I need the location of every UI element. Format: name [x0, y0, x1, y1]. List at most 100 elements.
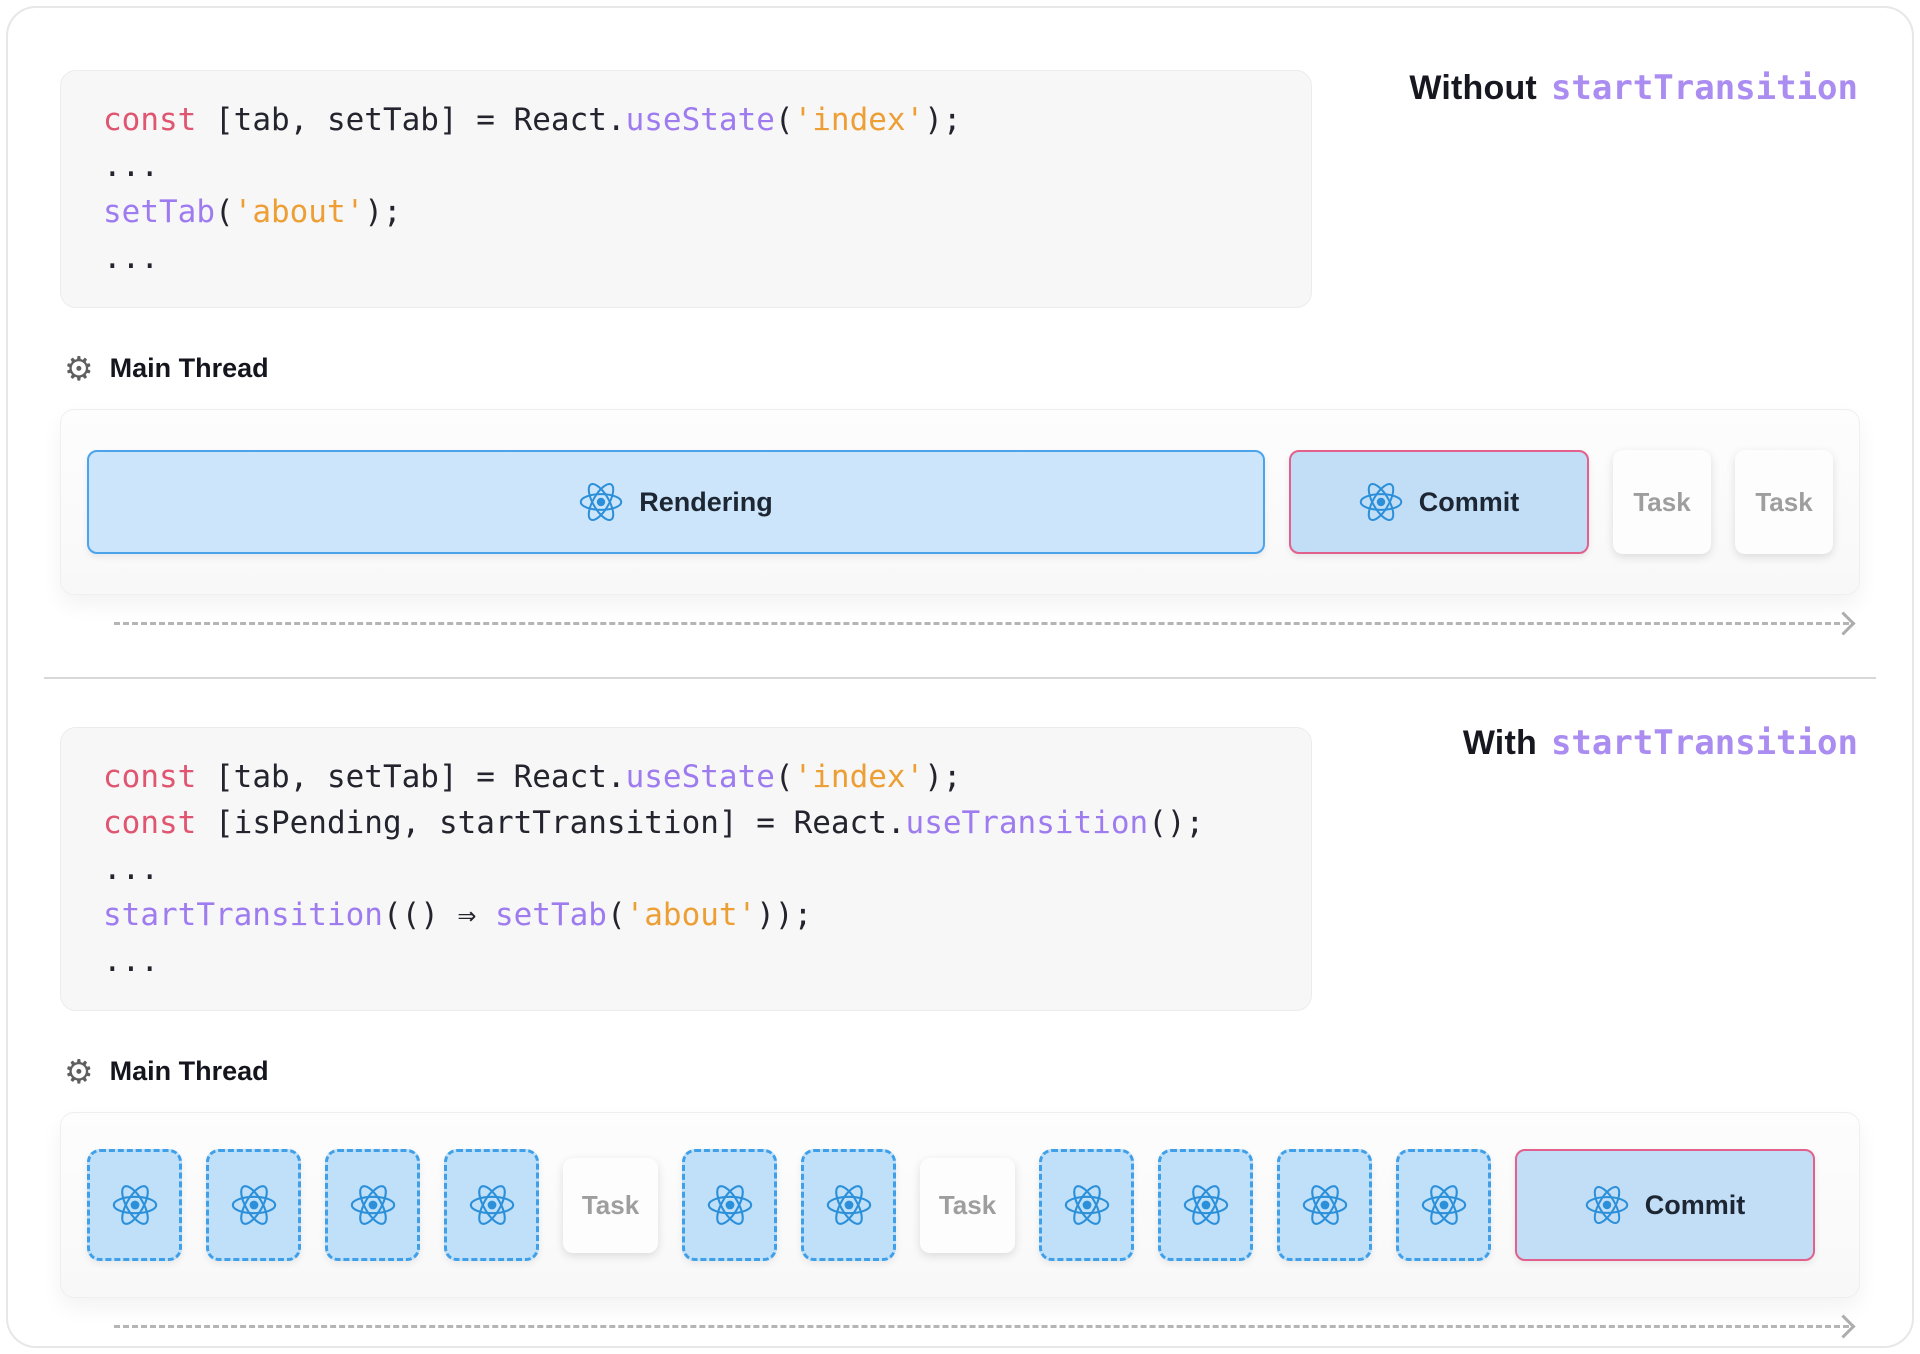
dashed-line [114, 1324, 1849, 1328]
code-token: const [103, 759, 197, 795]
code-block: const [tab, setTab] = React.useState('in… [60, 727, 1312, 1011]
task-block: Task [1735, 450, 1833, 554]
code-token: )); [756, 897, 813, 933]
chunk-block [801, 1149, 896, 1261]
arrow-head-icon [1831, 610, 1856, 636]
gear-icon: ⚙ [64, 349, 94, 388]
code-token: 'index' [793, 759, 925, 795]
task-block: Task [920, 1157, 1015, 1253]
code-token: ( [774, 759, 794, 795]
code-token: ); [364, 194, 402, 230]
code-token: const [103, 805, 197, 841]
gear-icon: ⚙ [64, 1052, 94, 1091]
commit-block: Commit [1515, 1149, 1815, 1261]
chunk-block [1277, 1149, 1372, 1261]
code-token: startTransition [103, 897, 383, 933]
time-axis-arrow [114, 1313, 1856, 1339]
commit-block: Commit [1289, 450, 1589, 554]
code-token: ... [103, 851, 159, 887]
section-title: With startTransition [1463, 723, 1858, 763]
code-token: const [103, 102, 197, 138]
code-line: ... [103, 143, 1269, 189]
main-thread-row: ⚙ Main Thread [60, 1055, 1860, 1088]
title-code-text: startTransition [1550, 68, 1858, 108]
block-label: Task [1755, 486, 1813, 517]
code-token: [tab, setTab] = React. [196, 759, 626, 795]
code-line: ... [103, 938, 1269, 984]
code-token: ); [924, 759, 962, 795]
react-icon [231, 1185, 276, 1225]
timeline-blocks: Task Task Commit [87, 1149, 1833, 1261]
react-icon [1359, 483, 1403, 521]
code-token: ( [606, 897, 626, 933]
chunk-block [1039, 1149, 1134, 1261]
chunk-block [325, 1149, 420, 1261]
react-icon [350, 1185, 395, 1225]
code-block: const [tab, setTab] = React.useState('in… [60, 70, 1312, 308]
section-with-transition: With startTransition const [tab, setTab]… [60, 679, 1860, 1339]
block-label: Commit [1644, 1189, 1746, 1220]
code-token: [isPending, startTransition] = React. [196, 805, 906, 841]
code-line: setTab('about'); [103, 189, 1269, 235]
react-icon [1064, 1185, 1109, 1225]
code-token: ... [103, 240, 159, 276]
react-icon [469, 1185, 514, 1225]
time-axis-arrow [114, 610, 1856, 636]
rendering-block: Rendering [87, 450, 1265, 554]
code-line: ... [103, 235, 1269, 281]
code-token: useState [625, 102, 775, 138]
react-icon [1585, 1186, 1629, 1224]
code-token: 'about' [625, 897, 757, 933]
react-icon [112, 1185, 157, 1225]
block-label: Task [581, 1189, 640, 1220]
timeline-blocks: Rendering Commit Task Task [87, 450, 1833, 554]
chunk-block [1158, 1149, 1253, 1261]
code-token: [tab, setTab] = React. [196, 102, 626, 138]
code-token: (); [1148, 805, 1205, 841]
main-thread-timeline: Task Task Commit [60, 1112, 1860, 1298]
block-label: Rendering [639, 486, 773, 517]
code-token: ); [924, 102, 962, 138]
main-thread-timeline: Rendering Commit Task Task [60, 409, 1860, 595]
section-divider [44, 677, 1876, 679]
code-token: ... [103, 943, 159, 979]
code-line: const [tab, setTab] = React.useState('in… [103, 97, 1269, 143]
arrow-head-icon [1831, 1313, 1856, 1339]
block-label: Task [1633, 486, 1691, 517]
react-icon [1302, 1185, 1347, 1225]
main-thread-row: ⚙ Main Thread [60, 352, 1860, 385]
code-line: ... [103, 846, 1269, 892]
title-code-text: startTransition [1550, 723, 1858, 763]
chunk-block [444, 1149, 539, 1261]
code-line: startTransition(() ⇒ setTab('about')); [103, 892, 1269, 938]
code-token: ... [103, 148, 159, 184]
title-text: With [1462, 724, 1537, 762]
code-token: useState [625, 759, 775, 795]
code-line: const [tab, setTab] = React.useState('in… [103, 754, 1269, 800]
main-thread-label: Main Thread [109, 1056, 269, 1086]
task-block: Task [1613, 450, 1711, 554]
block-label: Task [938, 1189, 997, 1220]
chunk-block [206, 1149, 301, 1261]
dashed-line [114, 621, 1849, 625]
chunk-block [87, 1149, 182, 1261]
chunk-block [1396, 1149, 1491, 1261]
react-icon [579, 483, 623, 521]
code-token: 'index' [793, 102, 925, 138]
code-token: setTab [494, 897, 607, 933]
react-icon [826, 1185, 871, 1225]
code-token: ( [774, 102, 794, 138]
block-label: Commit [1418, 486, 1520, 517]
code-token: setTab [103, 194, 215, 230]
react-icon [707, 1185, 752, 1225]
react-icon [1183, 1185, 1228, 1225]
code-token: (() ⇒ [382, 897, 495, 933]
section-title: Without startTransition [1409, 68, 1858, 108]
chunk-block [682, 1149, 777, 1261]
section-without-transition: Without startTransition const [tab, setT… [60, 8, 1860, 636]
task-block: Task [563, 1157, 658, 1253]
code-token: ( [214, 194, 234, 230]
main-thread-label: Main Thread [109, 353, 269, 383]
code-token: 'about' [233, 194, 365, 230]
code-token: useTransition [905, 805, 1149, 841]
